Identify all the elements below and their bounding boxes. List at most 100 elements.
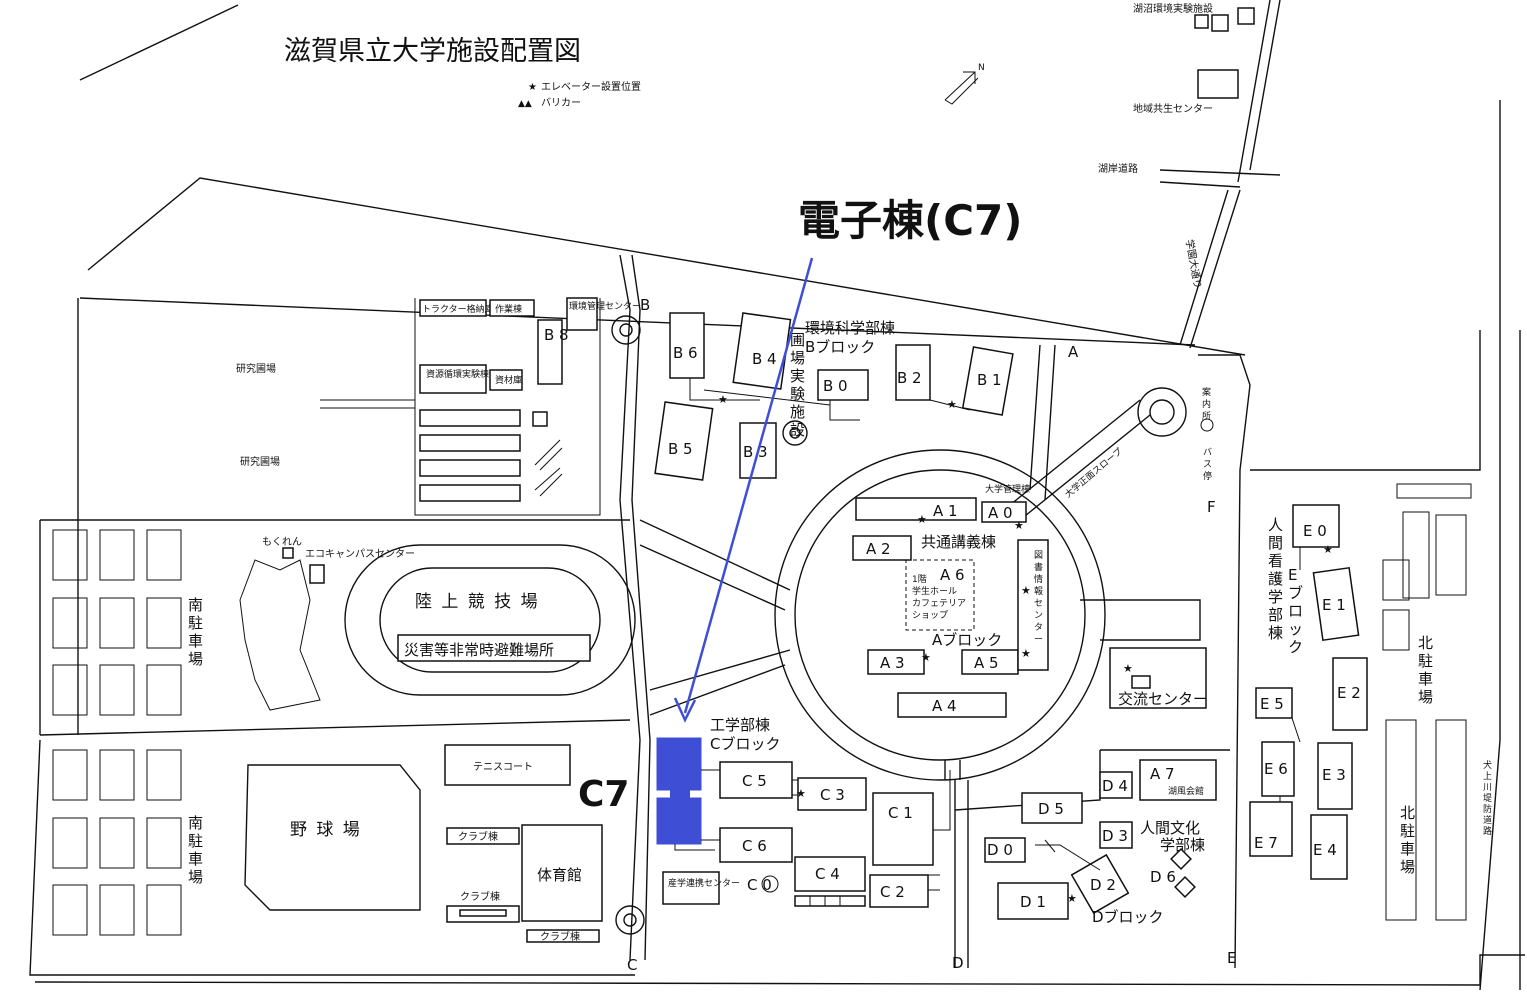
e2-building xyxy=(1332,657,1368,731)
north-research-area: トラクター格納庫 作業棟 環境管理センター B 8 資源循環実験棟 資材庫 xyxy=(320,297,641,516)
research-field-1: 研究圃場 xyxy=(236,362,276,375)
svg-text:B 0: B 0 xyxy=(823,377,848,395)
outer-roads xyxy=(29,0,1525,991)
gate-d: D xyxy=(952,954,964,972)
d2-label: D 2 xyxy=(1090,876,1116,894)
highlight-arrow xyxy=(683,257,814,714)
d5-building xyxy=(1021,792,1083,824)
a-block-label: Aブロック xyxy=(932,631,1002,649)
e0-building xyxy=(1292,504,1340,548)
e1-building xyxy=(1312,566,1360,642)
d-roads xyxy=(954,749,1230,811)
svg-text:B 5: B 5 xyxy=(668,440,693,458)
legend-barrier-text: バリカー xyxy=(541,97,581,109)
roundabout-a xyxy=(1137,387,1187,437)
regional-center-building xyxy=(1197,69,1239,99)
legend-barrier-symbol: ▲▲ xyxy=(518,99,532,109)
c4-building xyxy=(794,856,866,892)
e6-label: E 6 xyxy=(1264,760,1288,778)
c4-annex xyxy=(794,895,866,907)
svg-text:資源循環実験棟: 資源循環実験棟 xyxy=(426,368,489,380)
c5-label: C 5 xyxy=(742,772,767,790)
e1-label: E 1 xyxy=(1322,596,1346,614)
highlight-callout: 電子棟(C7) xyxy=(798,196,1022,245)
lake-env-facility-label: 湖沼環境実験施設 xyxy=(1133,2,1213,15)
c6-building xyxy=(719,827,793,863)
parking-south-2 xyxy=(52,749,182,936)
c2-building xyxy=(869,874,929,908)
a6-floor: 1階 xyxy=(912,574,927,585)
gate-b: B xyxy=(640,296,650,314)
e5-building xyxy=(1255,687,1293,719)
a3-label: A 3 xyxy=(880,654,905,672)
parking-north-1-label: 北駐車場 xyxy=(1418,634,1433,706)
lake-env-building-3 xyxy=(1237,7,1255,25)
d0-label: D 0 xyxy=(987,841,1013,859)
roundabout-c xyxy=(615,905,645,935)
regional-center-label: 地域共生センター xyxy=(1133,102,1213,115)
club-building-3 xyxy=(526,929,600,943)
gate-a: A xyxy=(1068,343,1079,361)
mokuren-building xyxy=(282,547,294,559)
lecture-label: 共通講義棟 xyxy=(921,533,996,551)
eco-center-label: エコキャンパスセンター xyxy=(305,548,415,560)
svg-text:★: ★ xyxy=(718,393,728,406)
north-arrow-icon: N xyxy=(944,63,985,105)
c0-marker xyxy=(761,875,779,893)
lakeshore-road-label: 湖岸道路 xyxy=(1098,162,1138,175)
a6-hall: 学生ホール xyxy=(912,585,957,597)
svg-text:★: ★ xyxy=(1014,519,1024,532)
c7-building-joint xyxy=(670,790,690,798)
parking-north-2-label: 北駐車場 xyxy=(1400,804,1415,876)
svg-text:B 8: B 8 xyxy=(544,326,569,344)
e3-building xyxy=(1317,742,1353,810)
industry-center-building xyxy=(662,871,720,905)
roundabout-b3 xyxy=(782,420,808,446)
svg-text:★: ★ xyxy=(1123,662,1133,675)
elevator-markers: ★ ★ ★ ★ ★ ★ ★ ★ ★ ★ ★ xyxy=(718,393,1333,905)
d6-label: D 6 xyxy=(1150,868,1176,886)
svg-text:B 1: B 1 xyxy=(977,371,1002,389)
d-block-label: Dブロック xyxy=(1092,908,1164,926)
d3-building xyxy=(1099,821,1133,849)
c2-label: C 2 xyxy=(880,883,905,901)
d3-label: D 3 xyxy=(1102,827,1128,845)
garden-facility-label: 圃場実験施設 xyxy=(790,331,805,439)
exchange-building xyxy=(1109,647,1207,709)
refuge-box xyxy=(397,634,591,662)
highlight-arrow-head xyxy=(673,697,697,723)
parking-south-1-label: 南駐車場 xyxy=(188,596,203,668)
gate-e: E xyxy=(1227,949,1236,967)
track-outer xyxy=(344,544,636,696)
svg-text:★: ★ xyxy=(796,787,806,800)
svg-text:★: ★ xyxy=(947,398,957,411)
club-label-3: クラブ棟 xyxy=(540,930,580,943)
e0-label: E 0 xyxy=(1303,522,1327,540)
e4-building xyxy=(1310,814,1348,880)
svg-text:★: ★ xyxy=(1323,543,1333,556)
c7-building-upper[interactable] xyxy=(656,737,702,791)
c6-label: C 6 xyxy=(742,837,767,855)
e4-label: E 4 xyxy=(1313,841,1337,859)
baseball-label: 野 球 場 xyxy=(290,820,362,840)
c7-label: C7 xyxy=(578,774,629,815)
legend-elevator-text: エレベーター設置位置 xyxy=(541,80,641,93)
admin-label: 大学管理棟 xyxy=(985,483,1030,495)
a2-label: A 2 xyxy=(866,540,891,558)
e7-label: E 7 xyxy=(1254,834,1278,852)
svg-text:★: ★ xyxy=(921,651,931,664)
a3-building xyxy=(867,649,925,675)
baseball-field xyxy=(244,764,421,911)
a1-label: A 1 xyxy=(933,502,958,520)
parking-south-1 xyxy=(52,529,182,716)
e5-label: E 5 xyxy=(1260,695,1284,713)
a6-cafe: カフェテリア xyxy=(912,598,966,609)
tennis-court xyxy=(444,744,571,786)
a0-label: A 0 xyxy=(988,504,1013,522)
c7-building-lower[interactable] xyxy=(656,797,702,845)
a1-building xyxy=(855,497,977,521)
d4-building xyxy=(1099,771,1133,799)
d5-label: D 5 xyxy=(1038,800,1064,818)
c1-label: C 1 xyxy=(888,804,913,822)
